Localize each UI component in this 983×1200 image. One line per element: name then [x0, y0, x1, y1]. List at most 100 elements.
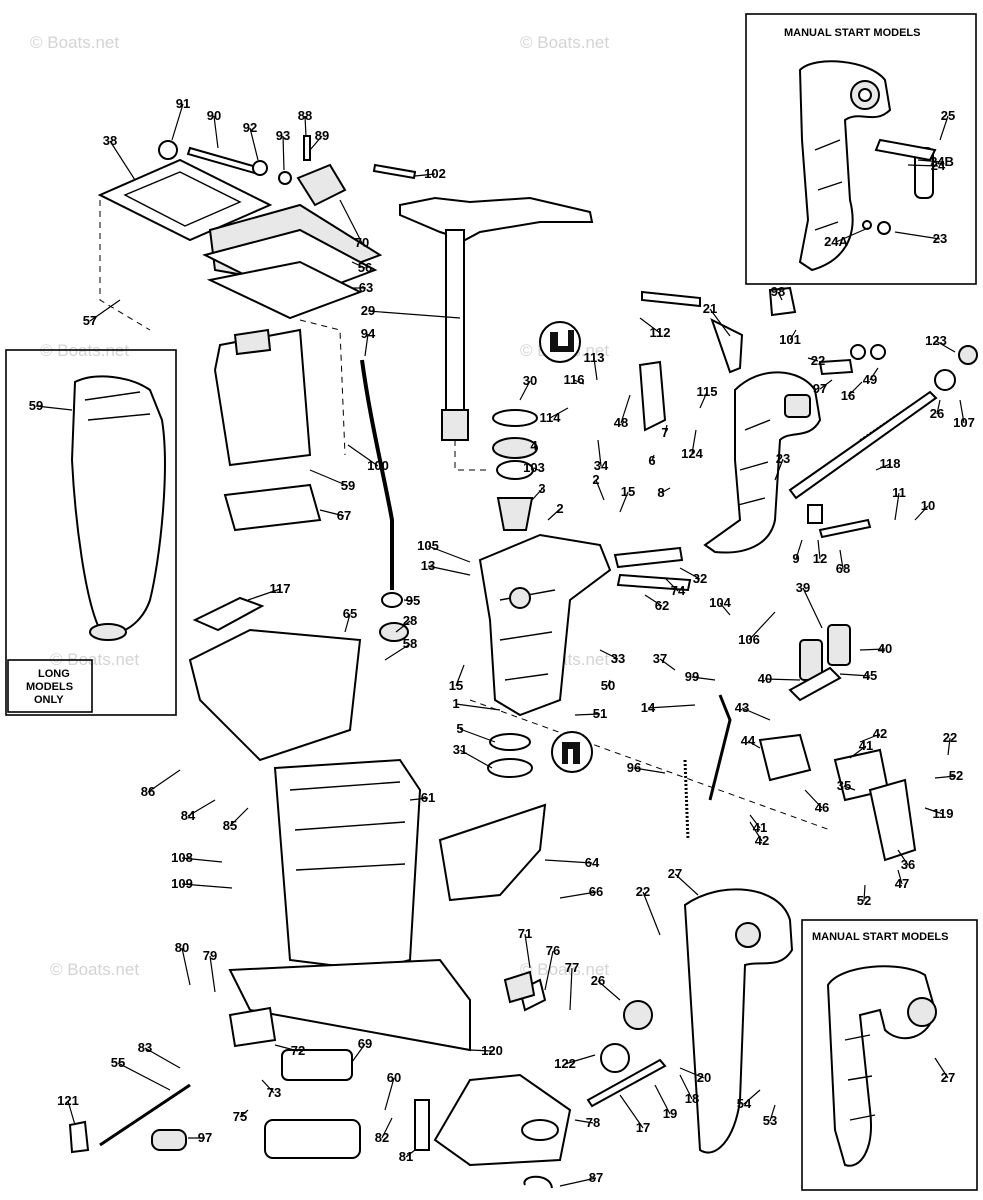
callout-leader [309, 135, 323, 151]
callout-leader [691, 429, 697, 455]
callout-leader [599, 649, 619, 660]
part-callout-label: 86 [141, 784, 155, 799]
part-callout-label: 33 [611, 651, 625, 666]
callout-leader [574, 713, 601, 716]
part-callout-label: 65 [343, 606, 357, 621]
part-callout-label: 118 [880, 456, 901, 471]
part-callout-label: 52 [857, 893, 871, 908]
callout-leader [839, 549, 844, 570]
callout-leader [381, 1117, 393, 1139]
callout-leader [647, 704, 696, 709]
callout-leader [574, 1119, 594, 1124]
part-callout-label: 20 [697, 1070, 711, 1085]
callout-leader [664, 577, 679, 592]
callout-leader [455, 664, 465, 687]
callout-leader [709, 308, 731, 337]
callout-leader [674, 873, 699, 896]
callout-leader [863, 884, 866, 902]
part-callout-label: 94 [361, 326, 376, 341]
part-callout-label: 96 [627, 760, 641, 775]
part-callout-label: 71 [518, 926, 532, 941]
part-callout-label: 50 [601, 678, 615, 693]
callout-leader [533, 467, 539, 471]
part-callout-label: 89 [315, 128, 329, 143]
part-callout-label: 26 [591, 973, 605, 988]
callout-leader [804, 789, 823, 809]
part-callout-label: 47 [895, 876, 909, 891]
part-callout-label: 79 [203, 948, 217, 963]
part-callout-label: 116 [564, 372, 585, 387]
callout-leader [147, 769, 181, 793]
part-callout-label: 63 [359, 280, 373, 295]
part-callout-label: 60 [387, 1070, 401, 1085]
part-callout-label: 83 [138, 1040, 152, 1055]
part-callout-label: 77 [565, 960, 579, 975]
callout-leader [620, 394, 631, 424]
callout-leader [559, 891, 597, 899]
callout-leader [239, 1109, 249, 1118]
callout-leader [835, 227, 869, 243]
callout-leader [839, 673, 871, 677]
part-callout-label: 16 [841, 388, 855, 403]
part-callout-label: 93 [276, 128, 290, 143]
callout-leader [633, 767, 666, 774]
callout-leader [659, 658, 676, 671]
part-callout-label: 90 [207, 108, 221, 123]
part-callout-label: 41 [859, 738, 873, 753]
part-callout-label: 52 [949, 768, 963, 783]
callout-leader [789, 329, 797, 341]
part-callout-label: 68 [836, 561, 850, 576]
callout-leader [339, 199, 363, 244]
callout-leader [817, 539, 821, 560]
part-callout-label: 66 [589, 884, 603, 899]
callout-leader [347, 444, 379, 467]
part-callout-label: 18 [685, 1091, 699, 1106]
part-callout-label: 15 [621, 484, 635, 499]
callout-leader [679, 1067, 705, 1079]
part-callout-label: 22 [636, 884, 650, 899]
callout-leader [597, 439, 602, 467]
callout-leader [749, 814, 761, 829]
callout-leader [519, 380, 531, 401]
part-callout-label: 28 [403, 613, 417, 628]
callout-leader [524, 933, 531, 969]
part-callout-label: 100 [367, 458, 389, 473]
long-models-line-1: LONG [38, 668, 70, 680]
callout-leader [597, 980, 621, 1001]
callout-leader [869, 367, 879, 381]
callout-leader [897, 869, 903, 885]
part-callout-label: 106 [738, 632, 760, 647]
part-callout-label: 92 [243, 120, 257, 135]
manual-start-inset-top: MANUAL START MODELS [745, 13, 977, 285]
part-callout-label: 53 [763, 1113, 777, 1128]
part-callout-label: 70 [355, 235, 369, 250]
part-callout-label: 17 [636, 1120, 650, 1135]
callout-leader [384, 1077, 395, 1111]
part-callout-label: 19 [663, 1106, 677, 1121]
part-callout-label: 57 [83, 313, 97, 328]
part-callout-label: 11 [892, 485, 906, 500]
part-callout-label: 56 [358, 260, 372, 275]
callout-leader [741, 707, 771, 721]
part-callout-label: 59 [341, 478, 355, 493]
callout-leader [282, 135, 285, 171]
part-callout-label: 22 [811, 353, 825, 368]
part-callout-label: 12 [813, 551, 827, 566]
callout-leader [351, 1043, 366, 1063]
part-callout-label: 35 [837, 778, 851, 793]
part-callout-label: 98 [771, 284, 785, 299]
part-callout-label: 76 [546, 943, 560, 958]
part-callout-label: 97 [198, 1130, 212, 1145]
callout-leader [144, 1047, 181, 1069]
part-callout-label: 105 [417, 538, 439, 553]
callout-leader [691, 676, 716, 681]
part-callout-label: 6 [648, 453, 655, 468]
callout-leader [654, 1084, 671, 1115]
callout-leader [309, 469, 349, 487]
callout-leader [405, 1149, 416, 1158]
callout-leader [117, 1062, 171, 1091]
callout-leader [595, 479, 605, 501]
part-callout-label: 46 [815, 800, 829, 815]
callout-leader [569, 967, 573, 1011]
